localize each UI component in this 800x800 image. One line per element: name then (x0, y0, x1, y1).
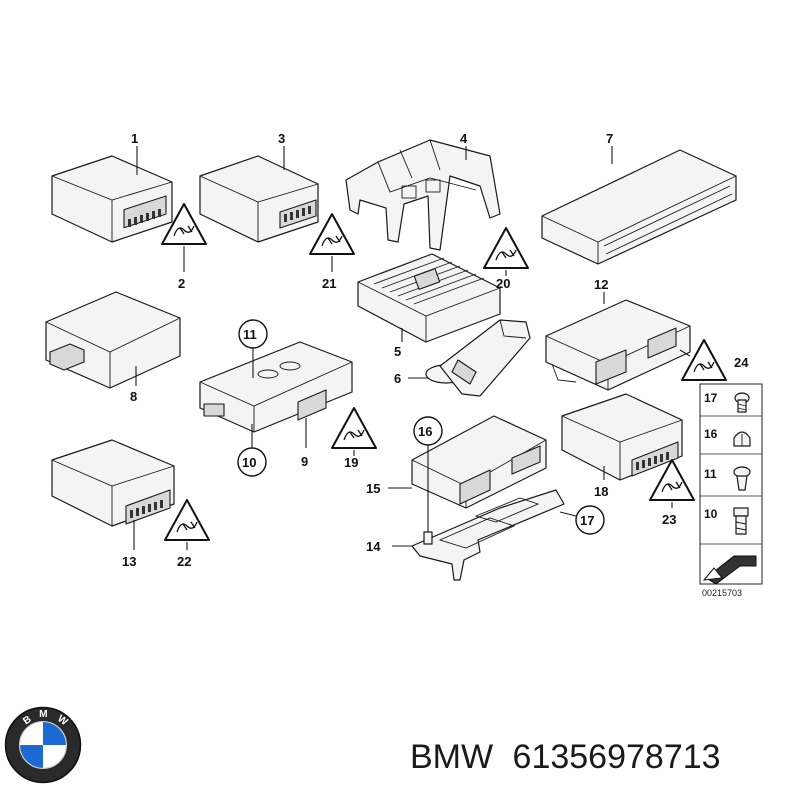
expanding-rivet-icon (733, 466, 751, 491)
part-1-control-module (51, 146, 173, 243)
label-part-4: 4 (460, 131, 468, 146)
label-part-17: 17 (580, 513, 594, 528)
esd-warning-triangle-icon (331, 407, 377, 449)
part-14-mounting-plate (392, 489, 565, 581)
part-13-control-module (51, 439, 175, 550)
diagram-number: 00215703 (702, 588, 742, 598)
part-18-control-module (561, 393, 683, 481)
label-part-1: 1 (131, 131, 138, 146)
label-part-18: 18 (594, 484, 608, 499)
part-1-connector-pins (128, 209, 161, 227)
label-part-20: 20 (496, 276, 510, 291)
esd-warning-triangle-icon (681, 339, 727, 381)
part-12-control-module (545, 292, 691, 391)
label-part-7: 7 (606, 131, 613, 146)
bmw-roundel-icon: B M W (4, 706, 82, 784)
label-part-9: 9 (301, 454, 308, 469)
label-part-14: 14 (366, 539, 381, 554)
screw-icon (734, 392, 750, 413)
label-part-5: 5 (394, 344, 401, 359)
svg-text:M: M (39, 709, 47, 720)
callout-circle-17 (575, 505, 605, 535)
label-part-8: 8 (130, 389, 137, 404)
label-part-19: 19 (344, 455, 358, 470)
part-5-amplifier-module (357, 253, 501, 343)
label-part-2: 2 (178, 276, 185, 291)
fastener-legend: 17 16 11 10 (699, 383, 763, 585)
legend-item-11: 11 (704, 467, 717, 481)
part-15-control-module (388, 415, 547, 509)
label-part-22: 22 (177, 554, 191, 569)
brand-caption: BMW 61356978713 (410, 738, 721, 777)
part-9-control-module (199, 341, 353, 448)
label-part-3: 3 (278, 131, 285, 146)
legend-item-16: 16 (704, 427, 718, 441)
label-part-11: 11 (243, 327, 257, 342)
label-part-6: 6 (394, 371, 401, 386)
brand-name: BMW (410, 738, 494, 776)
label-part-24: 24 (734, 355, 749, 370)
label-part-15: 15 (366, 481, 380, 496)
legend-item-17: 17 (704, 391, 718, 405)
label-part-21: 21 (322, 276, 336, 291)
part-7-control-module (541, 146, 737, 265)
esd-warning-triangle-icon (483, 227, 529, 269)
part-6-holder (408, 319, 531, 397)
label-part-23: 23 (662, 512, 676, 527)
hex-bolt-icon (733, 507, 749, 535)
part-number: 61356978713 (512, 738, 721, 776)
esd-warning-triangle-icon (309, 213, 355, 255)
label-part-13: 13 (122, 554, 136, 569)
label-part-10: 10 (242, 455, 256, 470)
esd-warning-triangle-icon (164, 499, 210, 541)
part-4-mounting-bracket (345, 139, 501, 251)
legend-item-10: 10 (704, 507, 718, 521)
part-16-nut (423, 531, 433, 545)
label-part-16: 16 (418, 424, 432, 439)
arrow-icon (702, 555, 757, 585)
part-3-control-module (199, 146, 319, 243)
esd-warning-triangle-icon (161, 203, 207, 245)
label-part-12: 12 (594, 277, 608, 292)
cap-nut-icon (733, 431, 751, 447)
part-8-control-module (45, 291, 181, 389)
esd-warning-triangle-icon (649, 459, 695, 501)
